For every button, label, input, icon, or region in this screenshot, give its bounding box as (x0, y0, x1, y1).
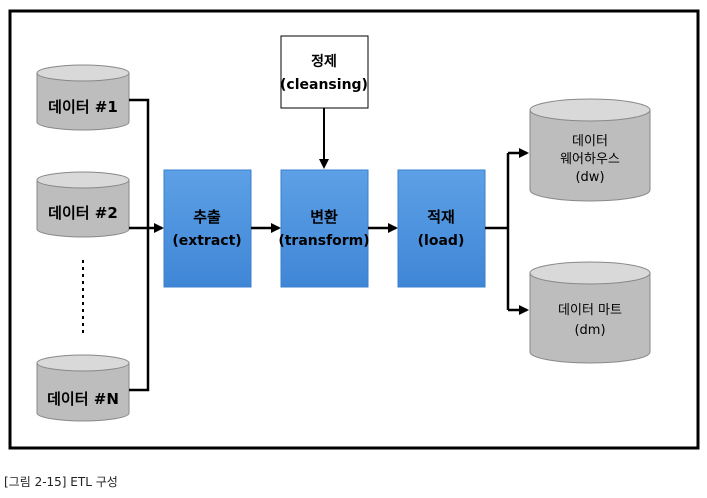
step-transform-label: 변환 (310, 208, 338, 226)
source-cylinder-2: 데이터 #2 (36, 171, 130, 238)
source-bracket (129, 98, 150, 392)
step-load-sublabel: (load) (418, 233, 465, 249)
cleansing-sublabel: (cleansing) (280, 77, 368, 93)
target-dw-line-3: (dw) (575, 170, 604, 185)
step-load-label: 적재 (427, 208, 455, 226)
target-dw-line-1: 데이터 (572, 134, 608, 149)
cleansing-label: 정제 (311, 53, 337, 70)
step-extract-label: 추출 (193, 208, 221, 226)
target-dm-line-1: 데이터 마트 (558, 303, 622, 318)
step-load: 적재 (load) (397, 169, 486, 288)
cleansing-box: 정제 (cleansing) (280, 35, 369, 109)
step-transform: 변환 (transform) (278, 169, 370, 288)
target-cylinder-dw: 데이터 웨어하우스 (dw) (529, 98, 651, 202)
step-extract-sublabel: (extract) (172, 233, 241, 249)
target-cylinder-dm: 데이터 마트 (dm) (529, 261, 651, 364)
source-label-n: 데이터 #N (47, 390, 119, 408)
source-label-2: 데이터 #2 (48, 204, 118, 222)
target-dw-line-2: 웨어하우스 (560, 152, 620, 167)
etl-diagram: 데이터 #1 데이터 #2 데이터 #N 정제 (cleansing) 추출 (… (8, 9, 700, 450)
step-extract: 추출 (extract) (163, 169, 252, 288)
target-dm-line-2: (dm) (574, 323, 605, 338)
step-transform-sublabel: (transform) (278, 233, 369, 249)
source-cylinder-n: 데이터 #N (36, 354, 130, 422)
figure-caption: [그림 2-15] ETL 구성 (4, 475, 118, 489)
source-cylinder-1: 데이터 #1 (36, 64, 130, 131)
source-label-1: 데이터 #1 (48, 98, 118, 116)
